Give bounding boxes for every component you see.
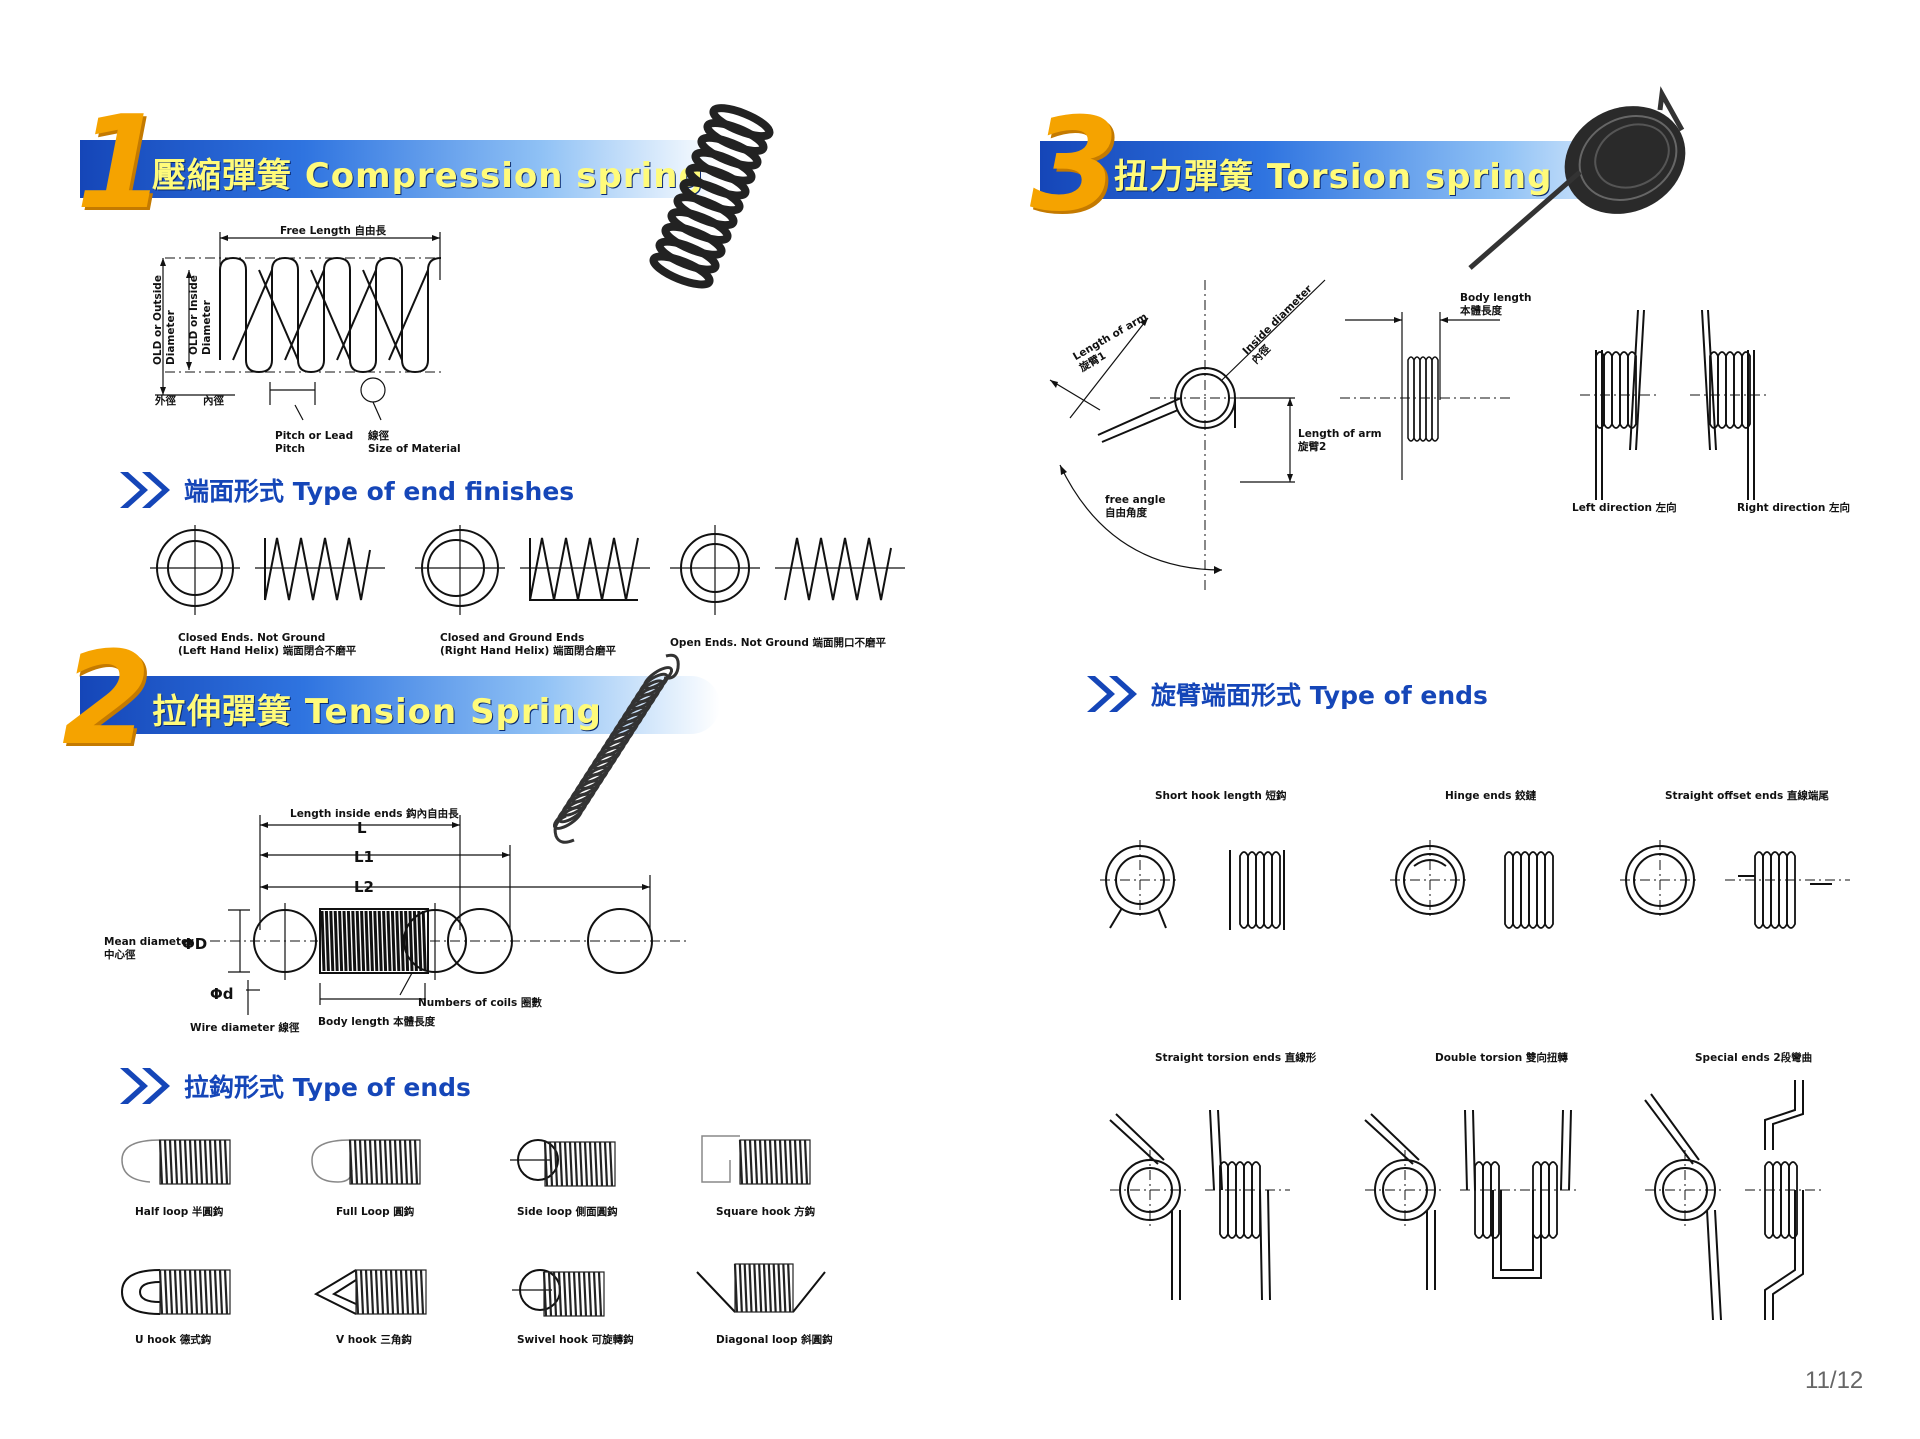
short-hook	[1100, 840, 1285, 930]
torsion-diagram	[1049, 279, 1770, 590]
phi-d-label: Φd	[210, 985, 234, 1003]
coils-label: Numbers of coils 圈數	[418, 997, 542, 1009]
section-number-3: 3	[1030, 91, 1120, 240]
id-zh-label: 內徑	[203, 395, 224, 407]
compression-spring-photo	[649, 104, 774, 289]
tension-title: 拉伸彈簧 Tension Spring	[152, 692, 602, 732]
v-hook	[313, 1269, 427, 1315]
wire-diameter-label: Wire diameter 線徑	[190, 1022, 300, 1034]
end-finish-1-label: Closed Ends. Not Ground(Left Hand Helix)…	[178, 632, 357, 658]
section-number-2: 2	[62, 625, 152, 774]
od-label: OLD or Outside Diameter	[152, 275, 178, 365]
torsion-end-special-label: Special ends 2段彎曲	[1695, 1052, 1813, 1064]
length-inside-label: Length inside ends 鈎內自由長	[290, 808, 459, 820]
swivel-hook	[512, 1269, 605, 1317]
torsion-end-straight-label: Straight torsion ends 直線形	[1155, 1052, 1317, 1064]
closed-ground	[415, 525, 650, 615]
torsion-end-diagrams	[1100, 840, 1850, 1321]
hook-label-v-hook: V hook 三角鈎	[336, 1334, 412, 1346]
straight-torsion-ends	[1109, 1109, 1290, 1301]
hook-end-diagrams	[120, 1135, 826, 1317]
compression-diagram	[155, 232, 445, 421]
phi-D-label: ΦD	[182, 935, 208, 953]
right-direction-label: Right direction 左向	[1737, 502, 1850, 514]
end-finish-2-label: Closed and Ground Ends(Right Hand Helix)…	[440, 632, 617, 658]
body-length-label: Body length 本體長度	[318, 1016, 436, 1028]
end-finish-diagrams	[150, 525, 905, 615]
torsion-ends-title: 旋臂端面形式 Type of ends	[1151, 681, 1488, 710]
side-loop	[510, 1139, 616, 1187]
closed-not-ground	[150, 525, 385, 615]
tension-diagram	[210, 815, 690, 1015]
free-length-label: Free Length 自由長	[280, 225, 387, 237]
straight-offset-ends	[1620, 840, 1850, 929]
open-not-ground	[670, 525, 905, 615]
u-hook	[120, 1269, 231, 1315]
torsion-end-double-label: Double torsion 雙向扭轉	[1435, 1052, 1568, 1064]
end-finishes-title: 端面形式 Type of end finishes	[184, 477, 575, 506]
L1-label: L1	[354, 848, 374, 866]
compression-title: 壓縮彈簧 Compression spring	[152, 156, 704, 196]
chevron-double-icon	[120, 472, 170, 508]
hook-ends-title: 拉鈎形式 Type of ends	[184, 1073, 471, 1102]
tension-spring-photo	[552, 653, 680, 844]
torsion-spring-photo	[1468, 86, 1686, 270]
torsion-title: 扭力彈簧 Torsion spring	[1114, 157, 1553, 197]
hook-label-u-hook: U hook 德式鈎	[135, 1334, 212, 1346]
half-loop	[121, 1139, 231, 1185]
end-finishes-heading: 端面形式 Type of end finishes	[118, 468, 574, 512]
left-direction-spring	[1580, 309, 1660, 500]
hook-label-full-loop: Full Loop 圓鈎	[336, 1206, 415, 1218]
id-label: OLD or Inside Diameter	[188, 275, 214, 355]
end-finish-3-label: Open Ends. Not Ground 端面開口不磨平	[670, 637, 887, 649]
od-zh-label: 外徑	[155, 395, 176, 407]
special-ends	[1644, 1080, 1825, 1321]
diagonal-loop	[696, 1263, 826, 1313]
torsion-end-hinge-label: Hinge ends 鉸鏈	[1445, 790, 1537, 802]
torsion-ends-heading: 旋臂端面形式 Type of ends	[1085, 672, 1488, 716]
page-number: 11/12	[1805, 1367, 1864, 1394]
L2-label: L2	[354, 878, 374, 896]
compression-banner	[80, 140, 720, 198]
square-hook	[701, 1135, 811, 1185]
hinge-ends	[1390, 840, 1554, 929]
torsion-end-short-hook-label: Short hook length 短鈎	[1155, 790, 1287, 802]
hook-label-side-loop: Side loop 側面圓鈎	[517, 1206, 618, 1218]
double-torsion	[1364, 1109, 1580, 1290]
torsion-end-offset-label: Straight offset ends 直線端尾	[1665, 790, 1829, 802]
right-direction-spring	[1690, 309, 1770, 500]
left-direction-label: Left direction 左向	[1572, 502, 1677, 514]
chevron-double-icon	[120, 1068, 170, 1104]
hook-label-diagonal-loop: Diagonal loop 斜圓鈎	[716, 1334, 833, 1346]
chevron-double-icon	[1087, 676, 1137, 712]
hook-label-swivel-hook: Swivel hook 可旋轉鈎	[517, 1334, 634, 1346]
tension-banner	[80, 676, 720, 734]
hook-ends-heading: 拉鈎形式 Type of ends	[118, 1064, 471, 1108]
hook-label-half-loop: Half loop 半圓鈎	[135, 1206, 224, 1218]
full-loop	[311, 1139, 421, 1185]
L-label: L	[357, 819, 367, 837]
section-number-1: 1	[76, 89, 166, 238]
hook-label-square-hook: Square hook 方鈎	[716, 1206, 816, 1218]
